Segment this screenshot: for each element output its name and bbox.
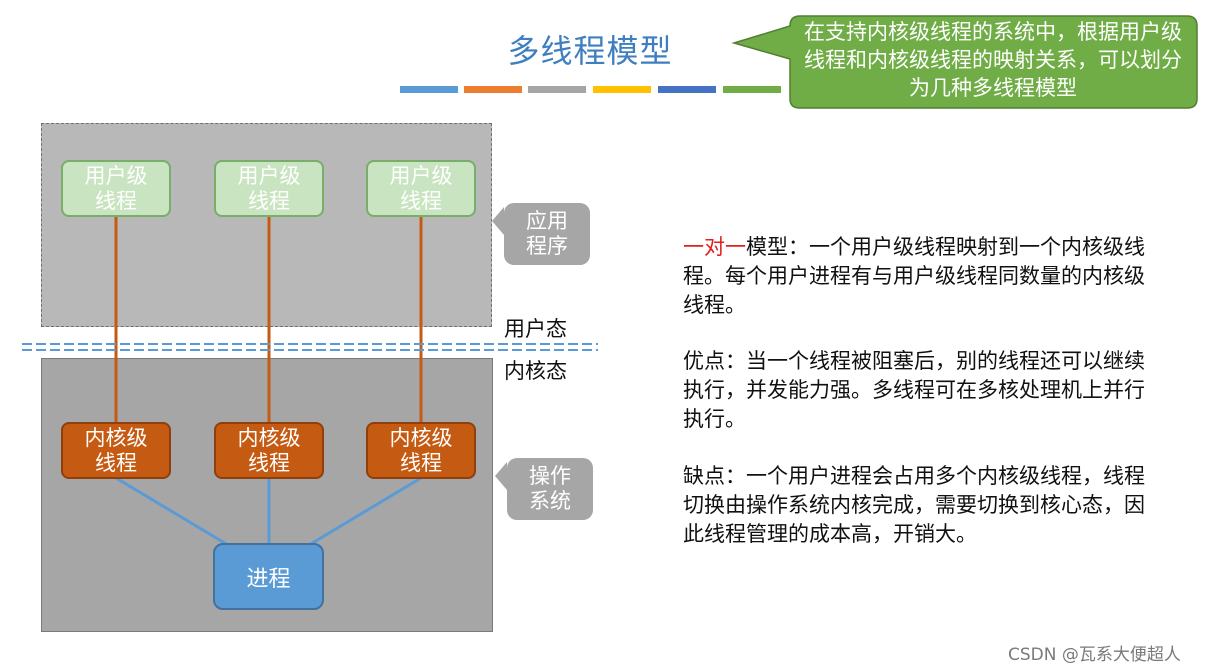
user-thread-box: 用户级 线程 xyxy=(366,160,476,217)
accent-bar-blue xyxy=(400,86,458,93)
kernel-thread-box: 内核级 线程 xyxy=(214,422,324,479)
application-tag: 应用 程序 xyxy=(504,203,590,265)
user-thread-box: 用户级 线程 xyxy=(61,160,171,217)
model-name: 一对一 xyxy=(683,235,746,259)
model-definition-paragraph: 一对一模型：一个用户级线程映射到一个内核级线程。每个用户进程有与用户级线程同数量… xyxy=(683,233,1153,320)
user-thread-box: 用户级 线程 xyxy=(214,160,324,217)
kernel-process-link-1 xyxy=(115,476,229,547)
model-definition-text: 模型：一个用户级线程映射到一个内核级线程。每个用户进程有与用户级线程同数量的内核… xyxy=(683,235,1145,317)
process-box: 进程 xyxy=(213,543,324,610)
operating-system-tag: 操作 系统 xyxy=(507,458,593,520)
source-credit: CSDN @瓦系大便超人 xyxy=(1008,645,1181,665)
accent-bar-navy xyxy=(658,86,716,93)
mode-divider-line xyxy=(22,343,598,351)
callout-text: 在支持内核级线程的系统中，根据用户级线程和内核级线程的映射关系，可以划分为几种多… xyxy=(804,20,1182,100)
os-tag-pointer xyxy=(495,462,507,490)
accent-bar-yellow xyxy=(593,86,651,93)
kernel-thread-box: 内核级 线程 xyxy=(61,422,171,479)
kernel-process-link-3 xyxy=(308,476,422,547)
kernel-thread-box: 内核级 线程 xyxy=(366,422,476,479)
accent-bar-gray xyxy=(528,86,586,93)
user-mode-label: 用户态 xyxy=(504,317,567,341)
slide-title: 多线程模型 xyxy=(507,32,673,70)
pros-paragraph: 优点：当一个线程被阻塞后，别的线程还可以继续执行，并发能力强。多线程可在多核处理… xyxy=(683,349,1145,431)
cons-paragraph: 缺点：一个用户进程会占用多个内核级线程，线程切换由操作系统内核完成，需要切换到核… xyxy=(683,464,1145,546)
accent-bar-orange xyxy=(464,86,522,93)
accent-bar-green xyxy=(723,86,781,93)
kernel-mode-label: 内核态 xyxy=(504,359,567,383)
app-tag-pointer xyxy=(492,207,504,235)
callout-bubble xyxy=(731,15,1198,109)
